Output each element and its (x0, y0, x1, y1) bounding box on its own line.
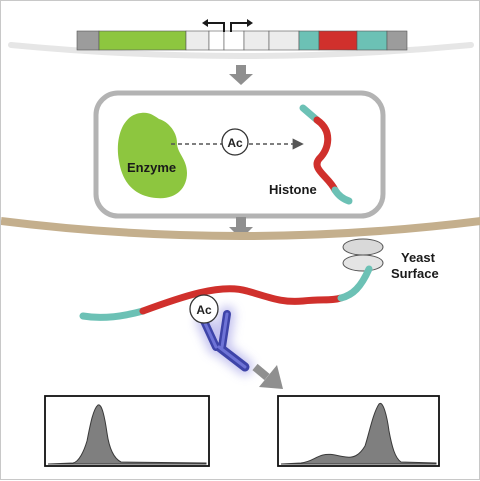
diagonal-arrow-icon (252, 363, 283, 389)
histogram-left-frame (44, 395, 210, 467)
promoter-right (223, 30, 245, 51)
enzyme-gene-segment (98, 30, 187, 51)
surface-anchor-protein (342, 238, 384, 272)
enzyme-label: Enzyme (127, 160, 176, 175)
histogram-right-peak (280, 402, 437, 465)
construct-spacer-3 (268, 30, 300, 51)
histone-tail-free (299, 104, 353, 205)
yeast-surface-label-line2: Surface (391, 266, 439, 281)
histone-tail-displayed (79, 265, 373, 321)
histone-teal-segment-right (356, 30, 388, 51)
acetyl-label-top: Ac (227, 136, 243, 150)
down-arrow-icon (229, 65, 253, 85)
construct-spacer (185, 30, 210, 51)
histone-teal-segment-left (298, 30, 320, 51)
histone-label: Histone (269, 182, 317, 197)
enzyme-shape (117, 112, 187, 199)
acetyl-group-circle (221, 128, 249, 156)
construct-end-right (386, 30, 408, 51)
yeast-surface-membrane (1, 217, 480, 240)
expression-construct (76, 30, 408, 51)
bidirectional-promoter-icon (202, 19, 253, 32)
construct-spacer-2 (243, 30, 270, 51)
acetyl-group-circle (189, 294, 219, 324)
plasmid-membrane-curve (8, 42, 474, 59)
histone-red-segment (318, 30, 358, 51)
antibody-icon (200, 310, 250, 372)
promoter-left (208, 30, 225, 51)
construct-end-left (76, 30, 100, 51)
acetyl-label-bottom: Ac (196, 303, 212, 317)
histogram-left-peak (47, 404, 207, 465)
yeast-surface-label-line1: Yeast (401, 250, 436, 265)
